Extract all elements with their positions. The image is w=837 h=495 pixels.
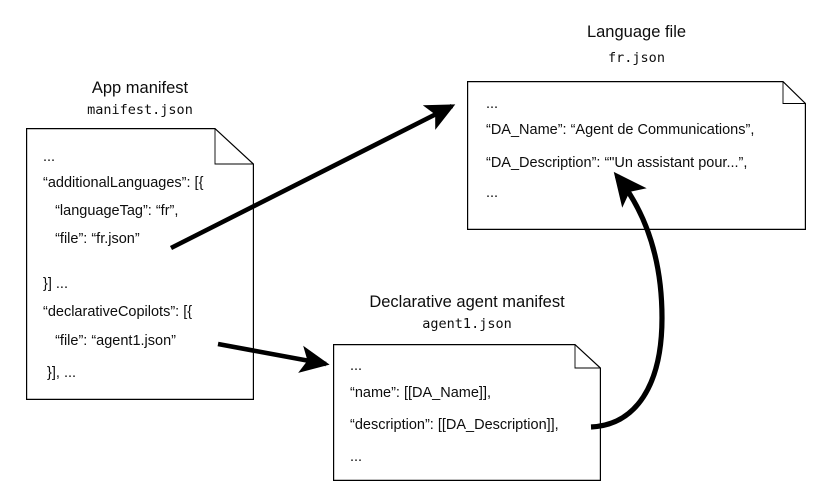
agent-manifest-code-block: ... “name”: [[DA_Name]], “description”: … (333, 344, 601, 481)
app-manifest-card[interactable]: ... “additionalLanguages”: [{ “languageT… (26, 128, 254, 400)
app-manifest-line-5: “declarativeCopilots”: [{ (43, 304, 193, 320)
language-file-title: Language file (586, 23, 687, 41)
language-file-line-1: “DA_Name”: “Agent de Communications”, (486, 122, 755, 138)
agent-manifest-line-1: “name”: [[DA_Name]], (350, 385, 492, 401)
agent-manifest-filename: agent1.json (422, 316, 512, 332)
language-file-card[interactable]: ... “DA_Name”: “Agent de Communications”… (467, 81, 806, 230)
agent-manifest-card[interactable]: ... “name”: [[DA_Name]], “description”: … (333, 344, 601, 481)
agent-manifest-line-3: ... (350, 449, 363, 465)
app-manifest-filename: manifest.json (87, 102, 193, 118)
language-file-line-2: “DA_Description”: “"Un assistant pour...… (486, 155, 748, 171)
language-file-line-0: ... (486, 96, 499, 112)
app-manifest-line-0: ... (43, 149, 56, 165)
app-manifest-line-7: }], ... (43, 365, 77, 381)
app-manifest-line-2: “languageTag”: “fr”, (43, 203, 179, 219)
agent-manifest-title: Declarative agent manifest (369, 293, 565, 311)
app-manifest-line-4: }] ... (43, 276, 68, 292)
language-file-code-block: ... “DA_Name”: “Agent de Communications”… (467, 81, 806, 230)
agent-manifest-line-0: ... (350, 358, 363, 374)
app-manifest-line-3: “file”: “fr.json” (43, 231, 140, 247)
language-file-line-3: ... (486, 185, 499, 201)
app-manifest-line-1: “additionalLanguages”: [{ (43, 175, 204, 191)
app-manifest-title: App manifest (91, 79, 189, 97)
app-manifest-code-block: ... “additionalLanguages”: [{ “languageT… (26, 128, 254, 400)
app-manifest-line-6: “file”: “agent1.json” (43, 333, 176, 349)
language-file-filename: fr.json (608, 50, 665, 66)
agent-manifest-line-2: “description”: [[DA_Description]], (350, 417, 559, 433)
language-file-card-shape (467, 81, 806, 230)
